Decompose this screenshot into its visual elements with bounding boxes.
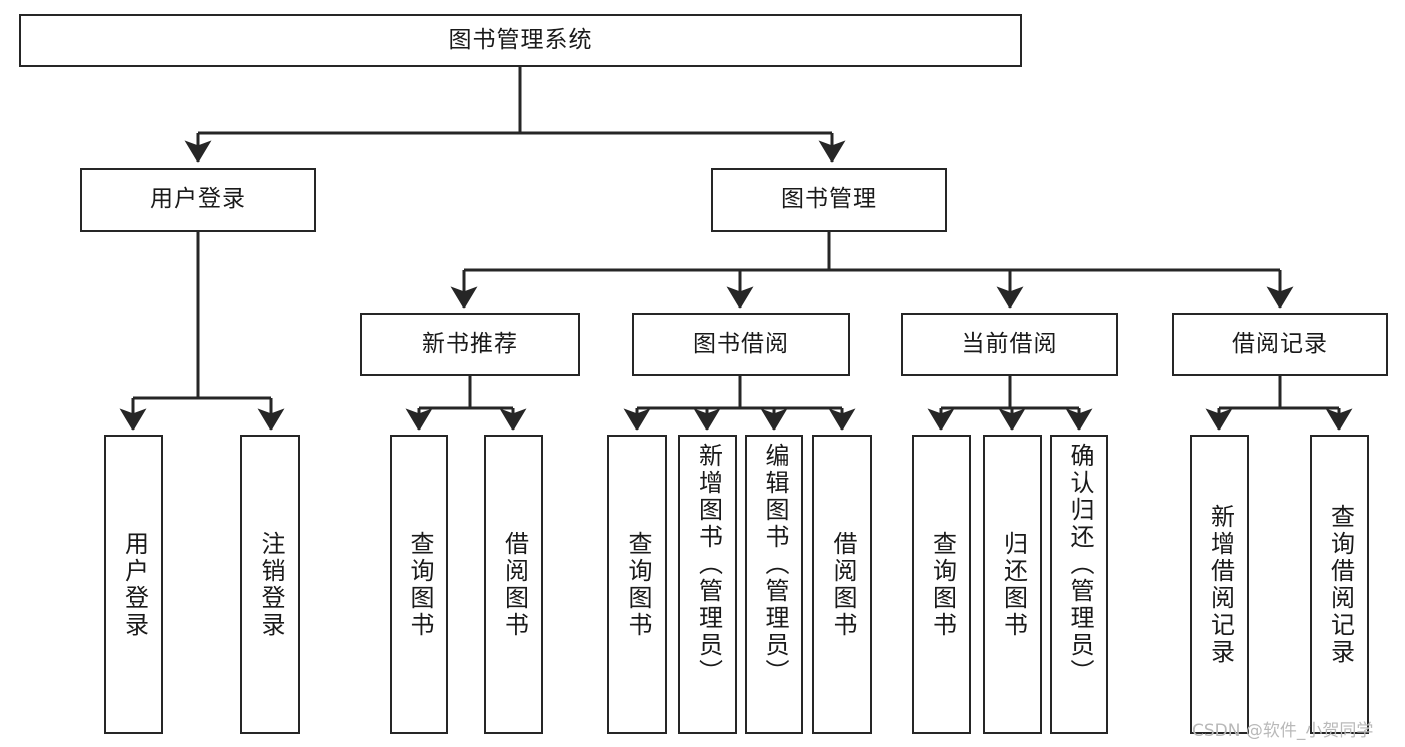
node-book-borrow-label: 图书借阅: [693, 330, 789, 357]
leaf-return-book-label: 归还图书: [999, 530, 1028, 639]
leaf-add-book-admin[interactable]: 新增图书（管理员）: [678, 435, 737, 734]
csdn-watermark: CSDN @软件_小贺同学: [1192, 721, 1374, 741]
leaf-query-book-recommend[interactable]: 查询图书: [390, 435, 448, 734]
leaf-query-book-borrow-label: 查询图书: [623, 530, 652, 639]
leaf-confirm-return-admin-label: 确认归还（管理员）: [1065, 443, 1094, 686]
node-new-book-recommend-label: 新书推荐: [422, 330, 518, 357]
leaf-add-borrow-record-label: 新增借阅记录: [1206, 503, 1235, 666]
node-root-label: 图书管理系统: [448, 26, 593, 53]
leaf-query-book-recommend-label: 查询图书: [405, 530, 434, 639]
leaf-borrow-book-recommend[interactable]: 借阅图书: [484, 435, 543, 734]
leaf-return-book[interactable]: 归还图书: [983, 435, 1042, 734]
node-book-borrow[interactable]: 图书借阅: [632, 313, 850, 376]
leaf-add-book-admin-label: 新增图书（管理员）: [694, 443, 723, 686]
node-new-book-recommend[interactable]: 新书推荐: [360, 313, 580, 376]
leaf-logout-label: 注销登录: [256, 530, 285, 639]
leaf-query-borrow-record-label: 查询借阅记录: [1326, 503, 1355, 666]
leaf-query-book-borrow[interactable]: 查询图书: [607, 435, 667, 734]
leaf-confirm-return-admin[interactable]: 确认归还（管理员）: [1050, 435, 1108, 734]
node-user-login[interactable]: 用户登录: [80, 168, 316, 232]
leaf-edit-book-admin-label: 编辑图书（管理员）: [760, 443, 789, 686]
node-borrow-records-label: 借阅记录: [1232, 330, 1328, 357]
leaf-borrow-book[interactable]: 借阅图书: [812, 435, 872, 734]
node-current-borrow-label: 当前借阅: [961, 330, 1058, 357]
leaf-edit-book-admin[interactable]: 编辑图书（管理员）: [745, 435, 803, 734]
node-user-login-label: 用户登录: [150, 186, 246, 213]
node-book-management[interactable]: 图书管理: [711, 168, 947, 232]
node-root[interactable]: 图书管理系统: [19, 14, 1022, 67]
leaf-query-borrow-record[interactable]: 查询借阅记录: [1310, 435, 1369, 734]
leaf-user-login-label: 用户登录: [120, 530, 149, 639]
node-borrow-records[interactable]: 借阅记录: [1172, 313, 1388, 376]
leaf-add-borrow-record[interactable]: 新增借阅记录: [1190, 435, 1249, 734]
leaf-query-book-current[interactable]: 查询图书: [912, 435, 971, 734]
node-book-management-label: 图书管理: [781, 186, 877, 213]
node-current-borrow[interactable]: 当前借阅: [901, 313, 1118, 376]
leaf-user-login[interactable]: 用户登录: [104, 435, 163, 734]
leaf-logout[interactable]: 注销登录: [240, 435, 300, 734]
leaf-borrow-book-label: 借阅图书: [828, 530, 857, 639]
leaf-query-book-current-label: 查询图书: [928, 530, 957, 639]
leaf-borrow-book-recommend-label: 借阅图书: [500, 530, 529, 639]
